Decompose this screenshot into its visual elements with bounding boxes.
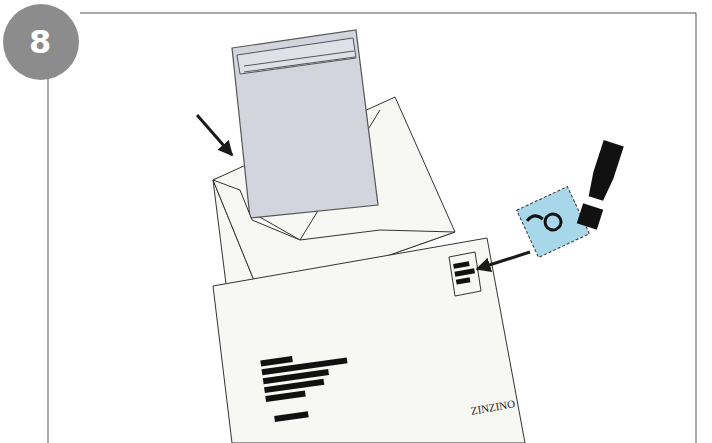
panel-frame: [48, 75, 49, 443]
step-number: 8: [29, 26, 51, 58]
sample-pouch: [232, 30, 378, 218]
step-badge: [3, 4, 79, 80]
pointer-arrow: [477, 252, 530, 269]
panel-frame: [80, 13, 696, 443]
pointer-arrow: [197, 115, 232, 155]
